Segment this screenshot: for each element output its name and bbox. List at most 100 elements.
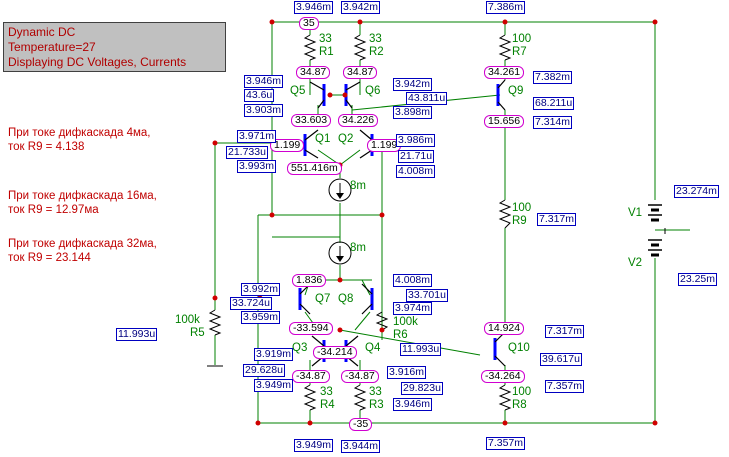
q7-label[interactable]: Q7 xyxy=(315,293,331,305)
current-top-1[interactable]: 3.946m xyxy=(294,1,334,14)
battery-v1 xyxy=(648,204,662,222)
voltage-top-rail[interactable]: 35 xyxy=(299,17,319,30)
note-4ma-line2: ток R9 = 4.138 xyxy=(8,141,85,153)
info-display-mode: Displaying DC Voltages, Currents xyxy=(8,55,187,69)
current-r5[interactable]: 11.993u xyxy=(116,328,158,341)
current-q3-a[interactable]: 3.919m xyxy=(254,348,294,361)
current-q8-b[interactable]: 33.701u xyxy=(406,289,448,302)
current-q7-c[interactable]: 3.959m xyxy=(241,311,281,324)
current-top-3[interactable]: 7.386m xyxy=(486,1,526,14)
current-bottom-1[interactable]: 3.949m xyxy=(294,439,334,452)
r2-value[interactable]: 33 xyxy=(369,33,382,45)
r1-value[interactable]: 33 xyxy=(319,33,332,45)
current-q10-c[interactable]: 7.357m xyxy=(545,380,585,393)
current-q7-a[interactable]: 3.992m xyxy=(241,283,281,296)
r3-label[interactable]: R3 xyxy=(369,399,384,411)
voltage-q6-emitter[interactable]: 34.87 xyxy=(343,66,378,79)
current-source-top-label[interactable]: 8m xyxy=(350,180,366,192)
current-q4-c[interactable]: 3.946m xyxy=(393,398,433,411)
voltage-q9-emitter[interactable]: 34.261 xyxy=(484,66,525,79)
voltage-bot-rail[interactable]: -35 xyxy=(349,418,373,431)
battery-symbols xyxy=(648,204,666,257)
r1-label[interactable]: R1 xyxy=(319,46,334,58)
q6-label[interactable]: Q6 xyxy=(365,85,381,97)
current-q5-a[interactable]: 3.946m xyxy=(244,75,284,88)
current-q10-b[interactable]: 39.617u xyxy=(540,353,582,366)
resistor-r2 xyxy=(353,34,367,61)
voltage-diff-tail[interactable]: 551.416m xyxy=(287,162,342,175)
current-q1-a[interactable]: 3.971m xyxy=(237,130,277,143)
current-q8-a[interactable]: 4.008m xyxy=(393,274,433,287)
q8-label[interactable]: Q8 xyxy=(338,293,354,305)
current-q4-a[interactable]: 3.916m xyxy=(387,366,427,379)
current-v1[interactable]: 23.274m xyxy=(674,185,719,198)
r7-label[interactable]: R7 xyxy=(512,46,527,58)
current-top-2[interactable]: 3.942m xyxy=(341,1,381,14)
current-q2-b[interactable]: 21.71u xyxy=(398,150,435,163)
resistor-r3 xyxy=(353,384,367,411)
current-bottom-2[interactable]: 3.944m xyxy=(341,440,381,453)
current-source-bottom-label[interactable]: 8m xyxy=(350,242,366,254)
q4-label[interactable]: Q4 xyxy=(365,342,381,354)
current-r6[interactable]: 11.993u xyxy=(400,343,442,356)
q3-label[interactable]: Q3 xyxy=(292,342,308,354)
current-q4-b[interactable]: 29.823u xyxy=(401,382,443,395)
r9-value[interactable]: 100 xyxy=(512,202,532,214)
current-q3-b[interactable]: 29.628u xyxy=(243,364,285,377)
voltage-q10-collector[interactable]: -34.264 xyxy=(481,370,525,383)
r5-label[interactable]: R5 xyxy=(190,327,205,339)
current-q6-c[interactable]: 3.898m xyxy=(393,106,433,119)
voltage-q3-emitter[interactable]: -34.87 xyxy=(292,370,330,383)
r6-value[interactable]: 100k xyxy=(393,316,418,328)
transistor-q7 xyxy=(298,283,311,315)
r9-label[interactable]: R9 xyxy=(512,215,527,227)
current-q2-a[interactable]: 3.986m xyxy=(396,134,436,147)
voltage-q10-emitter[interactable]: 14.924 xyxy=(484,322,525,335)
current-q1-b[interactable]: 21.733u xyxy=(226,146,268,159)
v1-label[interactable]: V1 xyxy=(628,207,643,219)
r6-label[interactable]: R6 xyxy=(393,329,408,341)
voltage-q9-collector[interactable]: 15.656 xyxy=(484,115,525,128)
current-q9-a[interactable]: 7.382m xyxy=(533,71,573,84)
voltage-q7-collector[interactable]: -33.594 xyxy=(289,322,333,335)
current-q10-a[interactable]: 7.317m xyxy=(545,325,585,338)
current-bottom-3[interactable]: 7.357m xyxy=(486,437,526,450)
current-q9-c[interactable]: 7.314m xyxy=(533,116,573,129)
current-q5-c[interactable]: 3.903m xyxy=(244,104,284,117)
note-4ma-line1: При токе дифкаскада 4ма, xyxy=(8,127,151,139)
r3-value[interactable]: 33 xyxy=(369,386,382,398)
current-r9[interactable]: 7.317m xyxy=(537,213,577,226)
q1-label[interactable]: Q1 xyxy=(315,133,331,145)
current-q6-a[interactable]: 3.942m xyxy=(393,78,433,91)
v2-label[interactable]: V2 xyxy=(628,257,643,269)
r4-value[interactable]: 33 xyxy=(320,386,333,398)
voltage-q7-emitter[interactable]: 1.836 xyxy=(292,274,327,287)
voltage-q6-collector[interactable]: 34.226 xyxy=(338,114,379,127)
q10-label[interactable]: Q10 xyxy=(508,342,530,354)
q5-label[interactable]: Q5 xyxy=(290,85,306,97)
current-q5-b[interactable]: 43.6u xyxy=(244,89,275,102)
r2-label[interactable]: R2 xyxy=(369,46,384,58)
current-q8-c[interactable]: 3.974m xyxy=(393,302,433,315)
voltage-q5-emitter[interactable]: 34.87 xyxy=(296,66,331,79)
voltage-q1-base[interactable]: 1.199 xyxy=(270,139,305,152)
voltage-q4-emitter[interactable]: -34.87 xyxy=(341,370,379,383)
current-source-bottom xyxy=(328,241,352,265)
r4-label[interactable]: R4 xyxy=(320,399,335,411)
r5-value[interactable]: 100k xyxy=(175,314,200,326)
r8-value[interactable]: 100 xyxy=(512,386,532,398)
q9-label[interactable]: Q9 xyxy=(508,85,524,97)
current-q1-c[interactable]: 3.993m xyxy=(237,160,277,173)
voltage-q8-collector[interactable]: -34.214 xyxy=(313,346,357,359)
current-v2[interactable]: 23.25m xyxy=(678,273,718,286)
current-q6-b[interactable]: 43.811u xyxy=(406,92,448,105)
r7-value[interactable]: 100 xyxy=(512,33,532,45)
current-q3-c[interactable]: 3.949m xyxy=(254,379,294,392)
current-q2-c[interactable]: 4.008m xyxy=(396,165,436,178)
current-q7-b[interactable]: 33.724u xyxy=(230,297,272,310)
current-q9-b[interactable]: 68.211u xyxy=(533,97,575,110)
r8-label[interactable]: R8 xyxy=(512,399,527,411)
q2-label[interactable]: Q2 xyxy=(338,133,354,145)
voltage-q5-collector[interactable]: 33.603 xyxy=(291,114,332,127)
